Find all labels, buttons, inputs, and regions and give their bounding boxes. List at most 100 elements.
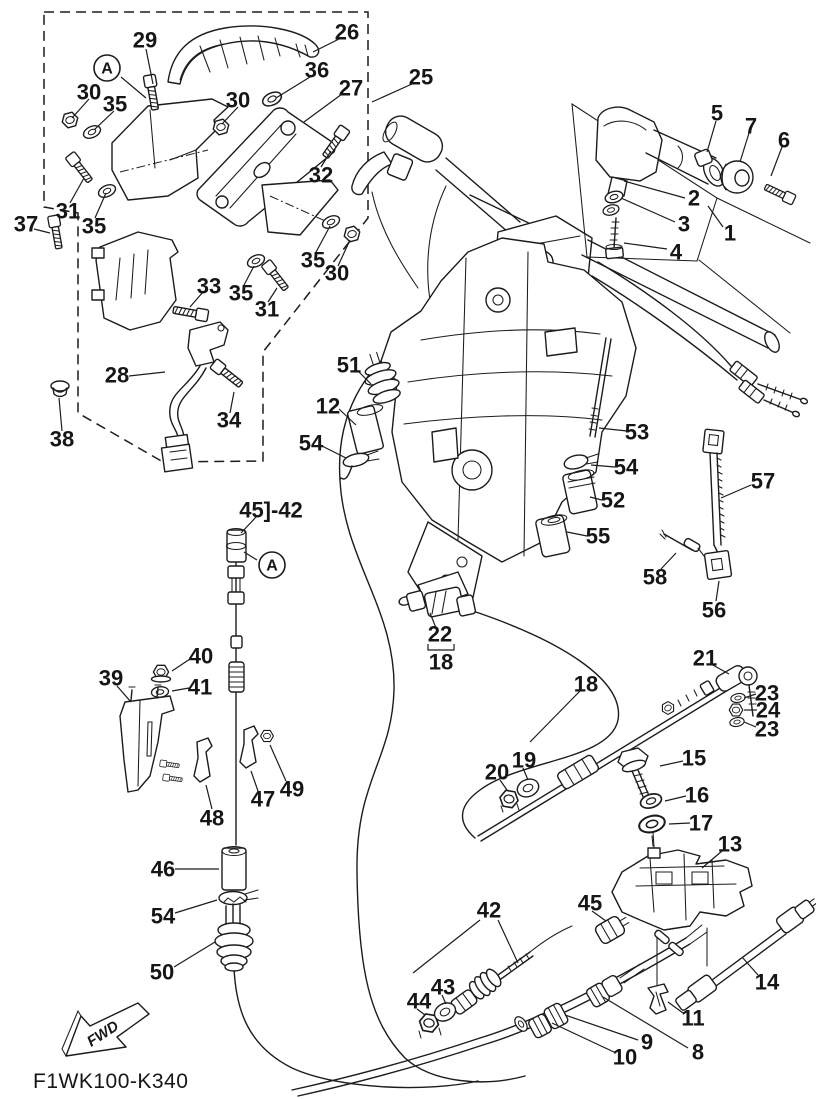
part-label-49: 49	[280, 777, 304, 802]
mount-bracket-13	[611, 835, 753, 986]
sensor-cable-14	[675, 898, 816, 1011]
part-label-55: 55	[586, 524, 610, 549]
part-label-52: 52	[601, 488, 625, 513]
part-label-10: 10	[613, 1045, 637, 1070]
leader-line	[590, 464, 616, 468]
detail-a-2-letter: A	[266, 558, 278, 575]
leader-line	[250, 770, 259, 792]
side-bracket-33-assembly	[91, 231, 179, 331]
clamp-54a	[342, 450, 380, 468]
part-label-33: 33	[197, 274, 221, 299]
nut-20	[497, 788, 521, 813]
part-label-50: 50	[150, 960, 174, 985]
part-label-14: 14	[755, 970, 780, 995]
adjuster-nut-lower	[227, 591, 245, 605]
leader-line	[668, 822, 691, 825]
leader-line	[116, 685, 132, 703]
cap-knob-7	[720, 160, 754, 194]
throttle-cable-run	[371, 185, 738, 839]
part-label-41: 41	[188, 675, 212, 700]
clamp-54c	[218, 889, 259, 906]
part-label-9: 9	[641, 1030, 653, 1055]
clamp-block-56	[697, 547, 733, 580]
bolt-15	[617, 747, 651, 800]
part-label-58: 58	[643, 565, 667, 590]
part-label-15: 15	[682, 746, 706, 771]
part-label-37: 37	[14, 212, 38, 237]
cable-into-run	[339, 465, 353, 481]
part-label-3: 3	[678, 212, 690, 237]
part-label-54b: 54	[614, 455, 639, 480]
leader-line	[371, 83, 413, 103]
leader-line	[269, 744, 287, 782]
leader-line	[522, 767, 529, 781]
leader-line	[412, 919, 481, 974]
spacer-5	[694, 148, 713, 167]
leader-line	[338, 408, 357, 426]
leader-line	[145, 48, 154, 85]
part-label-26: 26	[335, 20, 359, 45]
adjuster-nut-upper	[227, 565, 245, 579]
part-label-17: 17	[689, 811, 713, 836]
leader-line	[741, 956, 759, 976]
washer-19	[516, 778, 540, 798]
detail-callouts: AA	[93, 54, 286, 579]
part-label-27: 27	[339, 76, 363, 101]
leader-line	[659, 760, 684, 767]
part-label-31a: 31	[56, 199, 80, 224]
nut-24	[728, 703, 744, 717]
leader-line	[441, 994, 447, 1005]
part-label-16: 16	[685, 783, 709, 808]
part-label-22: 22	[428, 622, 452, 647]
part-label-51: 51	[337, 353, 361, 378]
part-label-47: 47	[251, 787, 275, 812]
part-label-43: 43	[431, 975, 455, 1000]
part-label-45b: 45	[578, 891, 602, 916]
part-label-23a: 23	[755, 681, 779, 706]
part-label-30a: 30	[77, 80, 101, 105]
part-label-53: 53	[625, 420, 649, 445]
nut-49	[260, 729, 274, 743]
part-label-21: 21	[693, 646, 717, 671]
part-label-54a: 54	[299, 431, 324, 456]
part-label-42: 42	[477, 898, 501, 923]
throttle-case	[595, 106, 663, 197]
leader-line	[743, 693, 757, 699]
cap-38	[50, 380, 70, 398]
part-label-36: 36	[305, 58, 329, 83]
leader-line	[337, 239, 351, 267]
leader-line	[739, 132, 750, 163]
clamp-54b	[563, 453, 599, 470]
part-label-57: 57	[751, 469, 775, 494]
throttle-housing-group-1	[571, 102, 811, 334]
joint-52	[562, 469, 598, 515]
plate-47	[239, 725, 259, 769]
top-fitting-45	[225, 527, 247, 563]
part-label-39: 39	[99, 666, 123, 691]
leader-line	[173, 941, 216, 968]
cable-42-assembly	[450, 925, 573, 1015]
part-label-31b: 31	[255, 297, 279, 322]
part-label-56: 56	[702, 598, 726, 623]
leader-line	[416, 1008, 426, 1016]
part-label-6: 6	[778, 128, 790, 153]
part-label-2: 2	[688, 186, 700, 211]
part-label-29: 29	[133, 28, 157, 53]
leader-line	[623, 242, 668, 250]
flange-nut-40	[150, 664, 172, 683]
choke-cable-45-42	[225, 527, 247, 846]
leader-line	[566, 531, 588, 537]
leader-line	[770, 146, 783, 177]
leader-line	[589, 496, 603, 501]
part-label-28: 28	[105, 363, 129, 388]
left-grip	[382, 115, 444, 163]
cable-adjuster-ends	[729, 360, 809, 418]
leader-line	[591, 910, 607, 922]
pivot-plate	[261, 179, 339, 236]
leader-line	[320, 150, 332, 168]
leader-line	[312, 38, 340, 53]
leader-line	[715, 580, 720, 602]
leader-line	[58, 397, 63, 432]
leader-line	[667, 1001, 684, 1014]
